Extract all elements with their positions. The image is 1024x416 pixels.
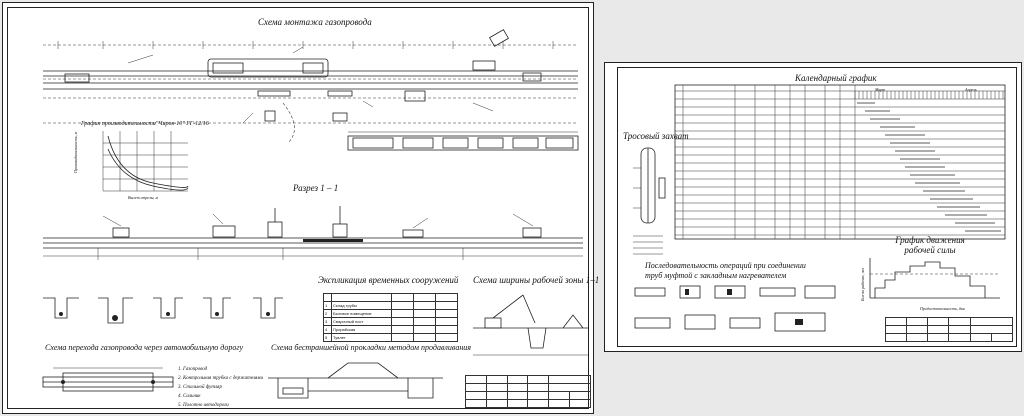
calendar-month-april: Апрель [965, 87, 977, 92]
workforce-chart [869, 258, 1000, 299]
road-crossing-title: Схема перехода газопровода через автомоб… [45, 343, 243, 352]
cable-grip-drawing [633, 147, 666, 224]
productivity-ylabel: Производительность, м [73, 131, 78, 173]
list-item: 4. Сальник [178, 394, 201, 399]
sequence-title: Последовательность операций при соединен… [645, 261, 806, 280]
workforce-ylabel: Кол-во рабочих, чел [860, 267, 865, 301]
workforce-title: График движения рабочей силы [895, 235, 965, 255]
productivity-chart-title: График производительности"Чирок-10" ГГ-1… [81, 121, 209, 127]
road-crossing-legend: 1. Газопровод 2. Контрольная трубка с де… [178, 365, 263, 410]
drawing-sheet-right: Календарный график Март Апрель Тросовый … [604, 62, 1022, 352]
drawing-sheet-left: Схема монтажа газопровода [2, 2, 599, 414]
cable-grip-legend [633, 235, 663, 255]
workzone-scheme [473, 294, 588, 356]
workzone-title: Схема ширины рабочей зоны 1–1 [473, 275, 600, 285]
sequence-diagrams [634, 285, 836, 332]
list-item: 2. Контрольная трубка с держателями [178, 376, 263, 381]
title-block-right [884, 317, 1014, 342]
list-item: 3. Стальной футляр [178, 385, 222, 390]
sheet-frame [617, 67, 1017, 347]
calendar-schedule [674, 84, 1006, 240]
road-crossing-scheme [42, 367, 174, 392]
section-title: Разрез 1 – 1 [293, 183, 339, 193]
sheet-frame [7, 7, 589, 409]
calendar-month-march: Март [875, 87, 886, 92]
section-1-1 [43, 206, 583, 260]
trenchless-scheme [268, 362, 443, 399]
workforce-xlabel: Продолжительность, дни [920, 306, 965, 311]
trenchless-title: Схема бестраншейной прокладки методом пр… [271, 343, 472, 352]
pipe-section-strip [347, 131, 579, 151]
productivity-xlabel: Вылет стрелы, м [128, 195, 158, 200]
calendar-title: Календарный график [795, 73, 877, 83]
list-item: 5. Полотно автодороги [178, 403, 229, 408]
explication-title: Экспликация временных сооружений [318, 275, 459, 285]
list-item: 1. Газопровод [178, 367, 208, 372]
title-block-left [465, 375, 591, 408]
montage-scheme [43, 29, 578, 144]
productivity-chart [102, 131, 189, 192]
montage-title: Схема монтажа газопровода [258, 17, 372, 27]
cable-grip-title: Тросовый захват [623, 131, 689, 141]
trench-profiles [43, 297, 283, 324]
